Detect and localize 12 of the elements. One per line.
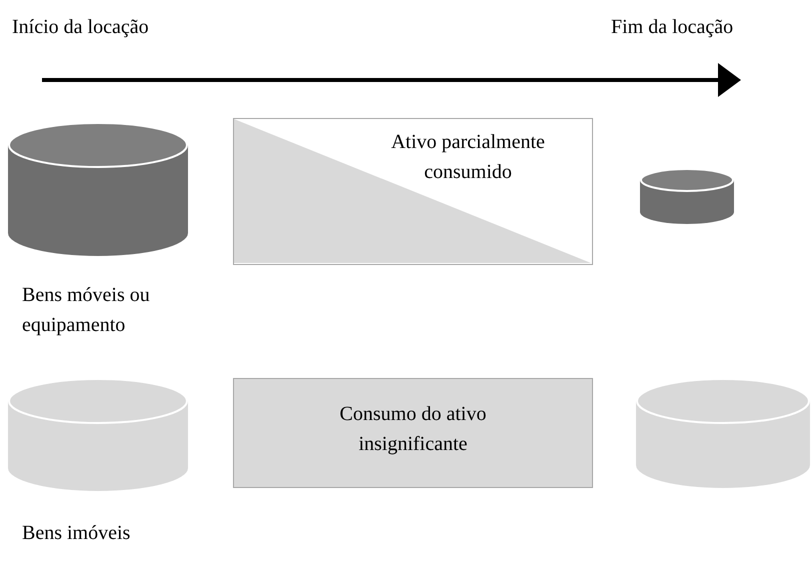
box-label: Consumo do ativo insignificante <box>338 402 488 457</box>
process-box <box>233 118 593 265</box>
node-label: Bens móveis ou equipamento <box>22 283 151 338</box>
box-label: Ativo parcialmente consumido <box>390 130 546 185</box>
cylinder <box>636 378 810 488</box>
process-box <box>233 378 593 488</box>
timeline-label: Fim da locação <box>611 16 734 39</box>
node-label: Bens imóveis <box>22 521 132 546</box>
cylinder <box>8 122 188 256</box>
timeline-label: Início da locação <box>12 16 149 39</box>
cylinder <box>640 168 734 224</box>
cylinder <box>8 378 188 491</box>
